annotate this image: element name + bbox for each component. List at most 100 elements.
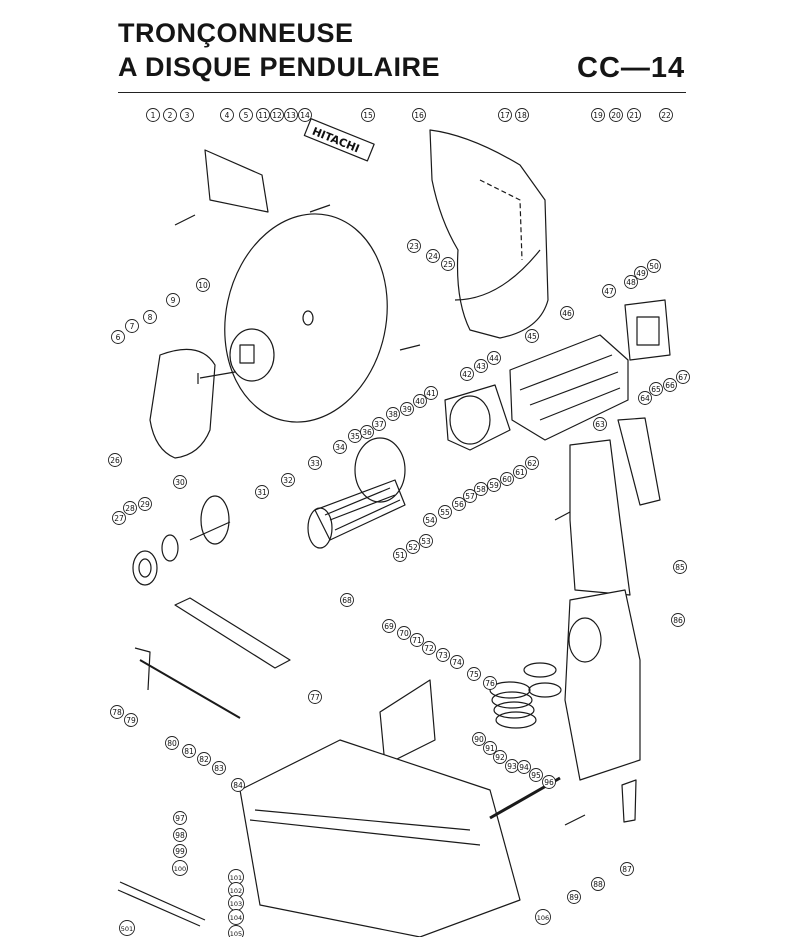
armature-fan: [307, 507, 333, 549]
callout-label: 37: [374, 420, 384, 429]
cutting-disc: [224, 213, 388, 423]
callout-4: 4: [220, 108, 234, 122]
callout-label: 12: [272, 111, 282, 120]
callout-label: 31: [257, 488, 267, 497]
callout-64: 64: [638, 391, 652, 405]
callout-label: 97: [175, 814, 185, 823]
callout-label: 57: [465, 492, 475, 501]
callout-label: 87: [622, 865, 632, 874]
callout-label: 99: [175, 847, 185, 856]
callout-27: 27: [112, 511, 126, 525]
upper-wheel-guard: [429, 129, 549, 339]
callout-71: 71: [410, 633, 424, 647]
callout-95: 95: [529, 768, 543, 782]
callout-15: 15: [361, 108, 375, 122]
callout-68: 68: [340, 593, 354, 607]
callout-31: 31: [255, 485, 269, 499]
callout-label: 74: [452, 658, 462, 667]
callout-14: 14: [298, 108, 312, 122]
callout-label: 9: [171, 296, 176, 305]
callout-58: 58: [474, 482, 488, 496]
fence-bar: [174, 597, 291, 669]
callout-label: 28: [125, 504, 135, 513]
callout-label: 15: [363, 111, 373, 120]
callout-label: 18: [517, 111, 527, 120]
callout-105: 105: [228, 925, 244, 937]
outer-flange: [229, 328, 275, 382]
callout-66: 66: [663, 378, 677, 392]
callout-label: 67: [678, 373, 688, 382]
exploded-parts-diagram: HITACHI: [108, 108, 690, 937]
callout-5: 5: [239, 108, 253, 122]
callout-label: 80: [167, 739, 177, 748]
callout-57: 57: [463, 489, 477, 503]
callout-label: 52: [408, 543, 418, 552]
callout-label: 34: [335, 443, 345, 452]
callout-74: 74: [450, 655, 464, 669]
callout-35: 35: [348, 429, 362, 443]
callout-19: 19: [591, 108, 605, 122]
callout-20: 20: [609, 108, 623, 122]
callout-label: 44: [489, 354, 499, 363]
callout-55: 55: [438, 505, 452, 519]
lower-safety-cover: [149, 348, 216, 459]
machine-base: [239, 739, 521, 937]
callout-38: 38: [386, 407, 400, 421]
callout-label: 90: [474, 735, 484, 744]
callout-13: 13: [284, 108, 298, 122]
callout-label: 501: [121, 925, 133, 933]
callout-33: 33: [308, 456, 322, 470]
callout-91: 91: [483, 741, 497, 755]
callout-label: 91: [485, 744, 495, 753]
switch-handle: [624, 299, 671, 361]
handle-arm: [569, 439, 631, 596]
callout-83: 83: [212, 761, 226, 775]
callout-10: 10: [196, 278, 210, 292]
callout-100: 100: [172, 860, 188, 876]
wheel-bolt: [197, 371, 236, 384]
handle-grip: [617, 417, 661, 506]
callout-label: 68: [342, 596, 352, 605]
callout-94: 94: [517, 760, 531, 774]
gear-housing: [444, 384, 511, 451]
callout-label: 47: [604, 287, 614, 296]
callout-label: 76: [485, 679, 495, 688]
callout-label: 50: [649, 262, 659, 271]
callout-label: 89: [569, 893, 579, 902]
callout-label: 78: [112, 708, 122, 717]
callout-29: 29: [138, 497, 152, 511]
callout-23: 23: [407, 239, 421, 253]
armature: [314, 479, 406, 541]
callout-99: 99: [173, 844, 187, 858]
callout-45: 45: [525, 329, 539, 343]
callout-label: 8: [148, 313, 153, 322]
callout-label: 69: [384, 622, 394, 631]
callout-53: 53: [419, 534, 433, 548]
callout-24: 24: [426, 249, 440, 263]
callout-16: 16: [412, 108, 426, 122]
callout-label: 22: [661, 111, 671, 120]
callout-43: 43: [474, 359, 488, 373]
callout-8: 8: [143, 310, 157, 324]
callout-37: 37: [372, 417, 386, 431]
callout-label: 3: [185, 111, 190, 120]
callout-65: 65: [649, 382, 663, 396]
callout-label: 84: [233, 781, 243, 790]
callout-label: 21: [629, 111, 639, 120]
callout-46: 46: [560, 306, 574, 320]
callout-87: 87: [620, 862, 634, 876]
callout-label: 86: [673, 616, 683, 625]
callout-106: 106: [535, 909, 551, 925]
vise-screw: [139, 659, 241, 719]
callout-label: 65: [651, 385, 661, 394]
callout-28: 28: [123, 501, 137, 515]
callout-26: 26: [108, 453, 122, 467]
callout-80: 80: [165, 736, 179, 750]
callout-18: 18: [515, 108, 529, 122]
callout-label: 59: [489, 481, 499, 490]
callout-label: 54: [425, 516, 435, 525]
title-line-2: A DISQUE PENDULAIRE: [118, 52, 441, 82]
callout-label: 66: [665, 381, 675, 390]
parts-artwork: HITACHI: [117, 118, 671, 937]
callout-label: 40: [415, 397, 425, 406]
